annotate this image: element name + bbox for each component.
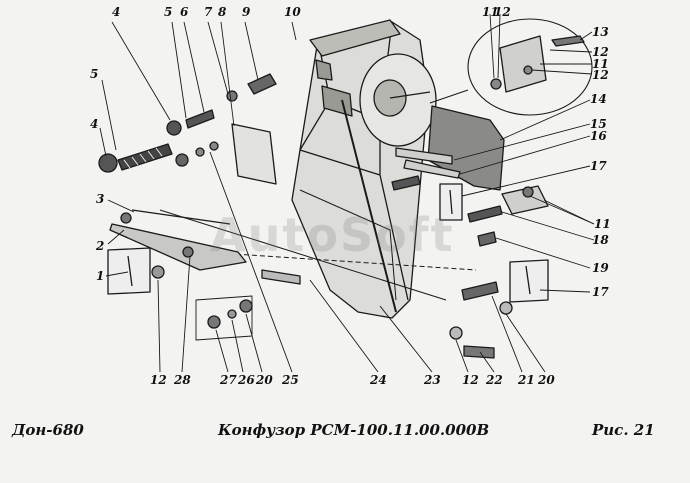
callout-21: 21 xyxy=(518,373,535,387)
callout-13: 13 xyxy=(592,25,609,39)
callout-4: 4 xyxy=(90,117,99,131)
exploded-assembly-drawing xyxy=(98,13,595,373)
blade xyxy=(109,223,247,271)
callout-12: 12 xyxy=(592,68,609,82)
callout-25: 25 xyxy=(282,373,299,387)
drive-disk xyxy=(359,53,437,147)
callout-12: 12 xyxy=(592,45,609,59)
callout-11: 11 xyxy=(594,217,611,231)
callout-22: 22 xyxy=(486,373,503,387)
callout-8: 8 xyxy=(218,5,227,19)
callout-4: 4 xyxy=(112,5,121,19)
callout-12: 12 xyxy=(462,373,479,387)
callout-3: 3 xyxy=(96,192,105,206)
callout-9: 9 xyxy=(242,5,251,19)
callout-28: 28 xyxy=(174,373,191,387)
callout-27: 27 xyxy=(220,373,237,387)
caption-figure: Рис. 21 xyxy=(592,421,655,439)
callout-16: 16 xyxy=(590,129,607,143)
callout-17: 17 xyxy=(590,159,607,173)
callout-2: 2 xyxy=(96,239,105,253)
callout-6: 6 xyxy=(180,5,189,19)
callout-19: 19 xyxy=(592,261,609,275)
callout-18: 18 xyxy=(592,233,609,247)
callout-5: 5 xyxy=(90,67,99,81)
callout-14: 14 xyxy=(590,92,607,106)
spring-assembly xyxy=(98,73,277,173)
callout-17: 17 xyxy=(592,285,609,299)
shield-plate xyxy=(427,105,505,191)
caption-title: Конфузор РСМ-100.11.00.000В xyxy=(218,421,490,439)
callout-26: 26 xyxy=(238,373,255,387)
callout-11: 11 xyxy=(592,57,609,71)
callout-12: 12 xyxy=(494,5,511,19)
callout-20: 20 xyxy=(538,373,555,387)
callout-24: 24 xyxy=(370,373,387,387)
leader-lines xyxy=(99,13,595,373)
plate xyxy=(231,123,277,185)
callout-23: 23 xyxy=(424,373,441,387)
callout-15: 15 xyxy=(590,117,607,131)
callout-20: 20 xyxy=(256,373,273,387)
callout-10: 10 xyxy=(284,5,301,19)
callout-12: 12 xyxy=(150,373,167,387)
callout-7: 7 xyxy=(204,5,213,19)
rod xyxy=(341,99,397,313)
watermark-text: AutoSoft xyxy=(210,208,455,262)
detail-inset xyxy=(467,18,593,116)
callout-1: 1 xyxy=(96,269,105,283)
callout-11: 11 xyxy=(482,5,499,19)
callout-5: 5 xyxy=(164,5,173,19)
caption-model: Дон-680 xyxy=(12,421,84,439)
